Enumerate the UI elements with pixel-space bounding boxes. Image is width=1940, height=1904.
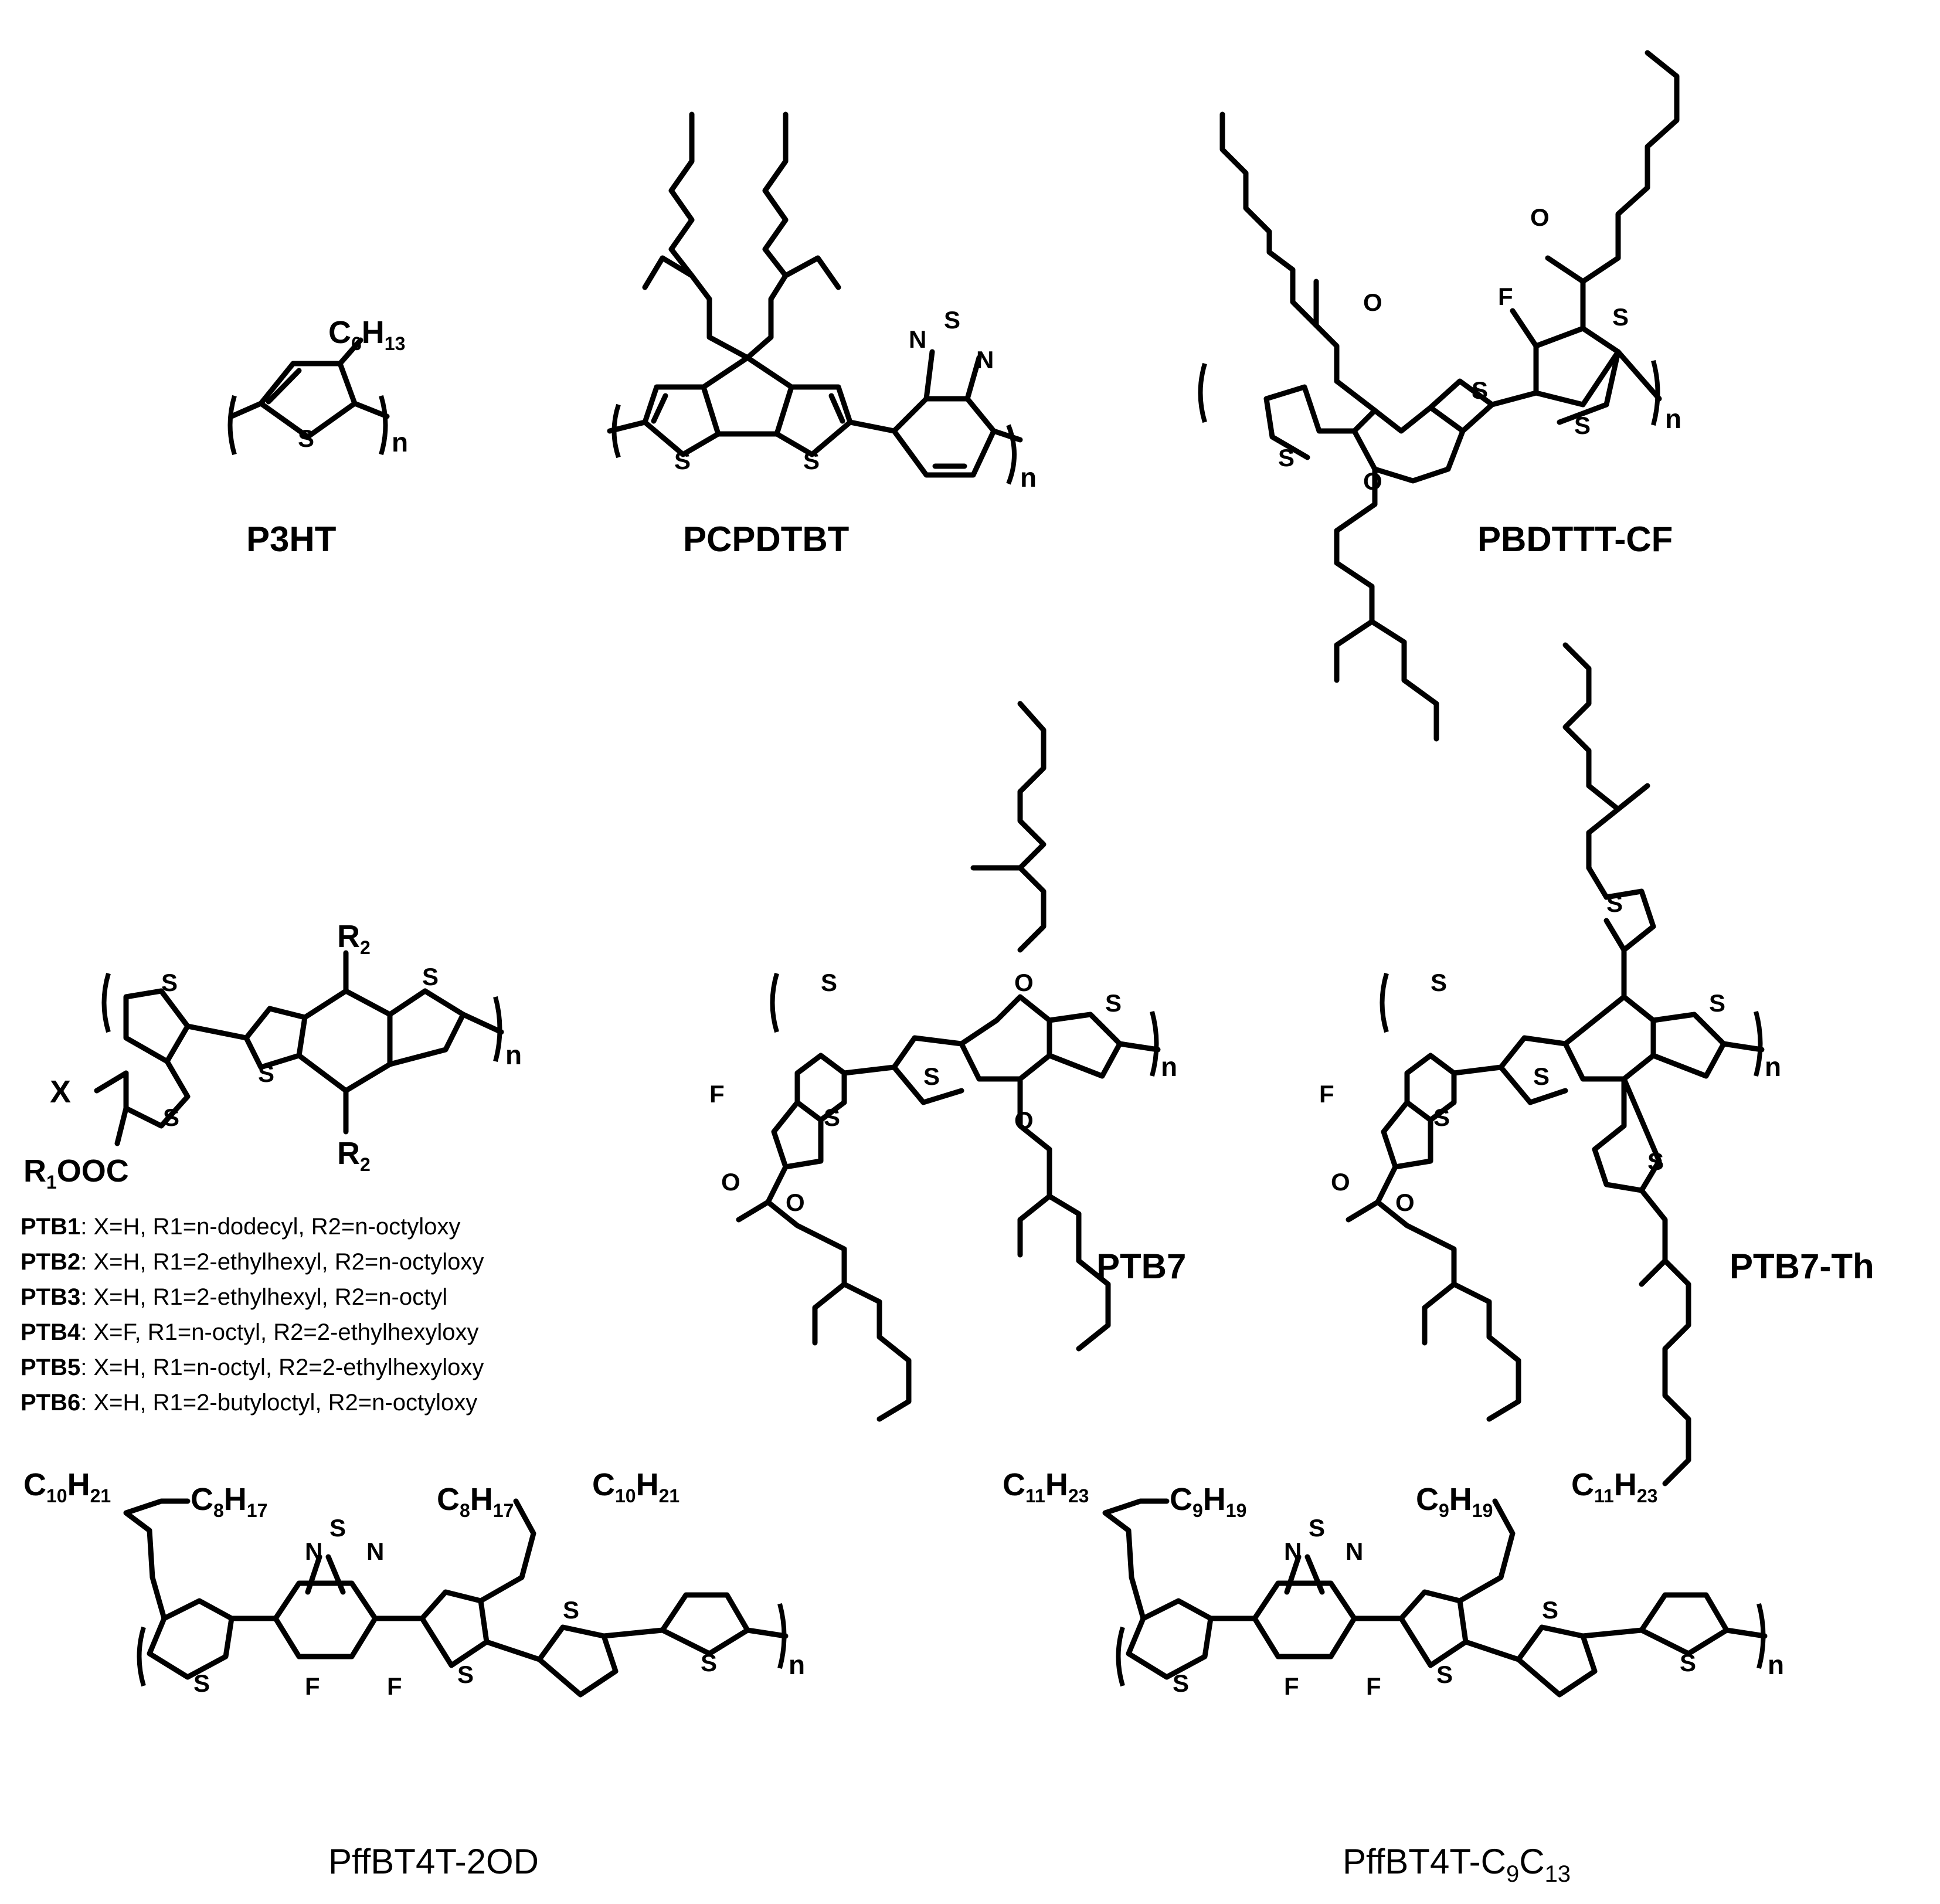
p3ht-repeat-n: n (392, 427, 408, 457)
ptb7th-carbonyl-o: O (1331, 1168, 1350, 1196)
pcpdtbt-repeat-n: n (1020, 462, 1037, 493)
pbdttt-s-core-left: S (1278, 444, 1295, 471)
ptb-legend-row: PTB3: X=H, R1=2-ethylhexyl, R2=n-octyl (21, 1284, 447, 1310)
pffbt4t-2od-name: PffBT4T-2OD (328, 1842, 539, 1881)
p3ht-sulfur-label: S (298, 425, 314, 452)
ptb-legend: PTB1: X=H, R1=n-dodecyl, R2=n-octyloxy P… (21, 1214, 484, 1416)
pbdttt-repeat-n: n (1665, 403, 1681, 434)
pbdttt-s-tt-bottom: S (1574, 412, 1591, 439)
pffbt4t-c9c13-repeat-n: n (1768, 1650, 1784, 1680)
ptb7-o-top: O (1014, 969, 1034, 996)
ptb7th-s-thiophene-bottom: S (1647, 1148, 1664, 1175)
pffbt4t-2od-structure: C10H21 C8H17 C8H17 C10H21 N S N S S S S … (23, 1467, 805, 1881)
ptb-r1-label: R1OOC (23, 1153, 129, 1193)
ptb7-s-tt-bottom: S (824, 1104, 840, 1131)
p3ht-structure: S C6H13 n P3HT (227, 315, 408, 559)
pffbt4t-2od-right-chain-b: C10H21 (592, 1467, 679, 1506)
ptb-x-label: X (50, 1074, 71, 1109)
ptb7-s-tt-top: S (821, 969, 837, 996)
ptb-legend-row: PTB1: X=H, R1=n-dodecyl, R2=n-octyloxy (21, 1214, 460, 1240)
ptb7th-s-tt-bottom: S (1433, 1104, 1450, 1131)
pcpdtbt-n-right: N (976, 346, 994, 374)
pbdttt-ketone-o: O (1530, 203, 1550, 231)
pcpdtbt-s-right: S (803, 447, 820, 474)
pffbt4t-c9c13-btd-s: S (1309, 1514, 1325, 1542)
ptb-s-core-left: S (258, 1060, 274, 1087)
pffbt4t-2od-s3: S (563, 1596, 579, 1624)
ptb7th-ester-o: O (1395, 1189, 1415, 1216)
pffbt4t-2od-repeat-n: n (789, 1650, 805, 1680)
ptb-s-top: S (161, 969, 178, 996)
ptb-s-bottom: S (163, 1104, 179, 1131)
ptb7-fluorine: F (709, 1080, 725, 1108)
ptb-series-structure: S S S S R2 R2 X R1OOC n (23, 919, 522, 1193)
pffbt4t-c9c13-btd-n-right: N (1346, 1538, 1363, 1565)
ptb7-s-core-left: S (923, 1063, 940, 1090)
pffbt4t-2od-right-chain-a: C8H17 (437, 1482, 514, 1521)
pffbt4t-2od-f-left: F (305, 1672, 320, 1700)
pffbt4t-c9c13-right-chain-b: C11H23 (1571, 1467, 1657, 1506)
pffbt4t-2od-f-right: F (387, 1672, 402, 1700)
pffbt4t-2od-left-chain-b: C8H17 (191, 1482, 267, 1521)
ptb7th-s-tt-top: S (1431, 969, 1447, 996)
pbdttt-s-tt-top: S (1612, 303, 1629, 331)
ptb7th-s-core-right: S (1709, 989, 1725, 1017)
ptb-s-core-right: S (422, 963, 439, 990)
pffbt4t-c9c13-f-left: F (1284, 1672, 1299, 1700)
pffbt4t-2od-btd-n-left: N (305, 1538, 322, 1565)
ptb7-o-bottom: O (1014, 1107, 1034, 1134)
pbdttt-cf-structure: S S O O F O S S n PBDTTT-CF (1198, 50, 1681, 742)
ptb7th-fluorine: F (1319, 1080, 1334, 1108)
pbdttt-fluorine: F (1498, 283, 1513, 310)
pffbt4t-2od-s2: S (457, 1661, 474, 1688)
ptb7-ester-o: O (786, 1189, 805, 1216)
ptb-legend-row: PTB4: X=F, R1=n-octyl, R2=2-ethylhexylox… (21, 1319, 478, 1345)
pcpdtbt-name: PCPDTBT (683, 520, 849, 559)
pffbt4t-2od-left-chain-a: C10H21 (23, 1467, 111, 1506)
pbdttt-o-bottom: O (1363, 467, 1382, 495)
ptb7th-s-thiophene-top: S (1606, 890, 1623, 917)
ptb-legend-row: PTB2: X=H, R1=2-ethylhexyl, R2=n-octylox… (21, 1249, 484, 1275)
pbdttt-name: PBDTTT-CF (1477, 520, 1673, 559)
pffbt4t-2od-btd-s: S (329, 1514, 346, 1542)
ptb-repeat-n: n (505, 1040, 522, 1070)
ptb7-repeat-n: n (1161, 1051, 1177, 1082)
pffbt4t-c9c13-right-chain-a: C9H19 (1416, 1482, 1493, 1521)
pffbt4t-c9c13-s3: S (1542, 1596, 1558, 1624)
pcpdtbt-s-left: S (674, 447, 691, 474)
pffbt4t-c9c13-btd-n-left: N (1284, 1538, 1302, 1565)
ptb7-name: PTB7 (1096, 1247, 1186, 1286)
ptb-legend-row: PTB6: X=H, R1=2-butyloctyl, R2=n-octylox… (21, 1390, 477, 1416)
pffbt4t-c9c13-s1: S (1173, 1669, 1189, 1697)
p3ht-name: P3HT (246, 520, 336, 559)
pffbt4t-c9c13-left-chain-a: C11H23 (1003, 1467, 1089, 1506)
pffbt4t-c9c13-structure: C11H23 C9H19 C9H19 C11H23 N S N S S S S … (1003, 1467, 1784, 1887)
pbdttt-o-top: O (1363, 289, 1382, 316)
ptb7-s-core-right: S (1105, 989, 1122, 1017)
pcpdtbt-s-btd: S (944, 306, 960, 334)
ptb7-th-structure: S S S S S S F O O n PTB7-Th (1319, 642, 1874, 1486)
ptb7th-s-core-left: S (1533, 1063, 1550, 1090)
pcpdtbt-structure: N S N S S n PCPDTBT (607, 111, 1037, 559)
ptb-legend-row: PTB5: X=H, R1=n-octyl, R2=2-ethylhexylox… (21, 1355, 484, 1380)
pffbt4t-c9c13-s4: S (1680, 1649, 1696, 1676)
ptb-r2-top: R2 (337, 919, 371, 958)
ptb7th-repeat-n: n (1765, 1051, 1781, 1082)
ptb-r2-bottom: R2 (337, 1136, 371, 1175)
pffbt4t-2od-s1: S (193, 1669, 210, 1697)
ptb7-structure: O O S S S S F O O n PTB7 (709, 701, 1186, 1422)
pbdttt-s-core-top: S (1472, 376, 1488, 404)
pcpdtbt-n-left: N (909, 325, 926, 353)
pffbt4t-c9c13-f-right: F (1366, 1672, 1381, 1700)
pffbt4t-c9c13-left-chain-b: C9H19 (1170, 1482, 1246, 1521)
pffbt4t-c9c13-name: PffBT4T-C9C13 (1343, 1842, 1571, 1887)
p3ht-hexyl-label: C6H13 (328, 315, 405, 354)
pffbt4t-2od-btd-n-right: N (366, 1538, 384, 1565)
pffbt4t-2od-s4: S (701, 1649, 717, 1676)
pffbt4t-c9c13-s2: S (1436, 1661, 1453, 1688)
ptb7th-name: PTB7-Th (1730, 1247, 1874, 1286)
ptb7-carbonyl-o: O (721, 1168, 740, 1196)
